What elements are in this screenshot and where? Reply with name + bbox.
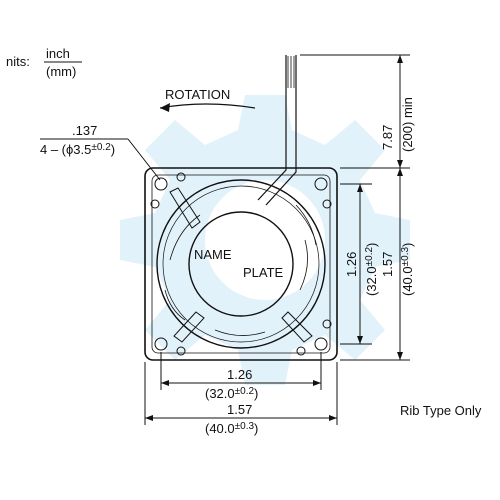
fan-bore-inner bbox=[162, 185, 320, 343]
lead-wire bbox=[257, 55, 297, 206]
fan-bore bbox=[156, 179, 326, 349]
nameplate-line1: NAME bbox=[194, 247, 232, 262]
outer-inch-horizontal: 1.57 bbox=[227, 402, 252, 417]
units-prefix: nits: bbox=[6, 54, 30, 69]
units-mm: (mm) bbox=[46, 64, 76, 79]
rib-hole-1 bbox=[176, 172, 186, 182]
blade-5 bbox=[295, 204, 317, 246]
hub bbox=[188, 211, 294, 317]
rib-hole-5 bbox=[296, 346, 306, 356]
rib-type-note: Rib Type Only bbox=[400, 403, 482, 418]
rib-hole-4 bbox=[176, 346, 186, 356]
hole-size: 4 – (ϕ3.5±0.2) bbox=[40, 142, 115, 157]
blade-4 bbox=[164, 289, 186, 321]
rotation-arrowhead-icon bbox=[160, 103, 170, 112]
nameplate-line2: PLATE bbox=[243, 265, 284, 280]
mount-hole-tr bbox=[314, 177, 328, 191]
rib-hole-6 bbox=[322, 319, 332, 329]
blade-2 bbox=[214, 329, 266, 336]
outer-mm-vertical: (40.0±0.3) bbox=[400, 243, 415, 296]
rib-hole-2 bbox=[322, 199, 332, 209]
hole-leader-line bbox=[127, 138, 161, 181]
mount-hole-tl bbox=[154, 177, 168, 191]
pitch-mm-vertical: (32.0±0.2) bbox=[364, 243, 379, 296]
fan-frame bbox=[144, 167, 338, 361]
rotation-label: ROTATION bbox=[165, 87, 230, 102]
lead-length-inch: 7.87 bbox=[380, 125, 395, 150]
right-dimension-lines bbox=[300, 54, 410, 361]
rotation-arrow-icon bbox=[159, 103, 256, 109]
pitch-mm-horizontal: (32.0±0.2) bbox=[205, 386, 258, 401]
right-arrowheads bbox=[357, 55, 403, 360]
mount-hole-br bbox=[314, 337, 328, 351]
watermark-gear-icon bbox=[120, 95, 410, 385]
outer-mm-horizontal: (40.0±0.3) bbox=[205, 421, 258, 436]
frame-inner bbox=[151, 174, 331, 354]
spoke-3 bbox=[281, 311, 313, 343]
pitch-inch-horizontal: 1.26 bbox=[227, 367, 252, 382]
units-inch: inch bbox=[46, 46, 70, 61]
rib-hole-3 bbox=[150, 199, 160, 209]
spoke-1 bbox=[169, 187, 201, 229]
frame-outline bbox=[144, 167, 338, 361]
spoke-2 bbox=[173, 311, 205, 343]
lead-length-mm: (200) min bbox=[400, 97, 415, 152]
blade-1 bbox=[169, 214, 201, 261]
hole-inch: .137 bbox=[72, 123, 97, 138]
blade-3 bbox=[299, 239, 308, 291]
bottom-dimension-lines bbox=[144, 352, 338, 425]
pitch-inch-vertical: 1.26 bbox=[344, 252, 359, 277]
bottom-arrowheads bbox=[145, 380, 337, 421]
outer-inch-vertical: 1.57 bbox=[380, 252, 395, 277]
mount-hole-bl bbox=[154, 337, 168, 351]
